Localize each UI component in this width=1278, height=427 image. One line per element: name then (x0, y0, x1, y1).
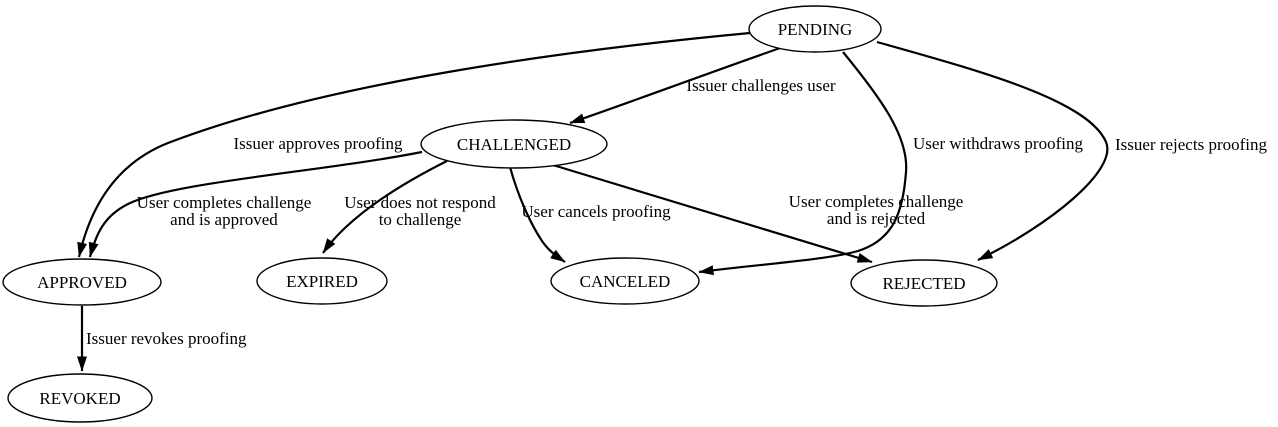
edge-label-challenged-expired-line1: User does not respond (344, 193, 496, 212)
edge-challenged-expired (322, 160, 448, 254)
node-challenged: CHALLENGED (420, 119, 608, 169)
node-expired: EXPIRED (256, 257, 388, 305)
node-expired-shape (256, 257, 388, 305)
edge-label-challenged-approved-line2: and is approved (170, 210, 278, 229)
edge-label-pending-rejected: Issuer rejects proofing (1115, 135, 1268, 154)
node-rejected-label: REJECTED (882, 274, 965, 293)
node-pending-shape (748, 5, 882, 53)
edge-label-challenged-canceled: User cancels proofing (521, 202, 671, 221)
node-pending-label: PENDING (778, 20, 853, 39)
edge-label-pending-canceled: User withdraws proofing (913, 134, 1083, 153)
node-approved-label: APPROVED (37, 273, 127, 292)
edge-label-pending-challenged: Issuer challenges user (686, 76, 836, 95)
node-revoked: REVOKED (7, 373, 153, 423)
edge-label-challenged-rejected-line2: and is rejected (827, 209, 926, 228)
edge-label-approved-revoked: Issuer revokes proofing (86, 329, 247, 348)
node-approved: APPROVED (2, 258, 162, 306)
edge-challenged-rejected (542, 160, 873, 264)
node-group: PENDING CHALLENGED APPROVED EXPIRED CANC… (2, 5, 998, 423)
node-canceled-shape (550, 257, 700, 305)
node-revoked-label: REVOKED (39, 389, 120, 408)
edge-label-challenged-approved-line1: User completes challenge (137, 193, 312, 212)
edge-challenged-approved (88, 150, 423, 258)
node-challenged-shape (420, 119, 608, 169)
edge-pending-challenged (569, 44, 787, 125)
edge-group: Issuer challenges user Issuer approves p… (77, 31, 1268, 372)
node-pending: PENDING (748, 5, 882, 53)
edge-pending-rejected (876, 40, 1109, 261)
edge-label-challenged-rejected-line1: User completes challenge (789, 192, 964, 211)
edge-label-challenged-expired-line2: to challenge (379, 210, 462, 229)
node-rejected-shape (850, 259, 998, 307)
edge-challenged-canceled (508, 166, 566, 263)
node-canceled: CANCELED (550, 257, 700, 305)
node-rejected: REJECTED (850, 259, 998, 307)
node-approved-shape (2, 258, 162, 306)
edge-pending-approved (77, 31, 751, 258)
node-challenged-label: CHALLENGED (457, 135, 571, 154)
edge-label-pending-approved: Issuer approves proofing (233, 134, 403, 153)
node-canceled-label: CANCELED (580, 272, 671, 291)
node-expired-label: EXPIRED (286, 272, 358, 291)
edge-pending-canceled (698, 51, 908, 276)
node-revoked-shape (7, 373, 153, 423)
